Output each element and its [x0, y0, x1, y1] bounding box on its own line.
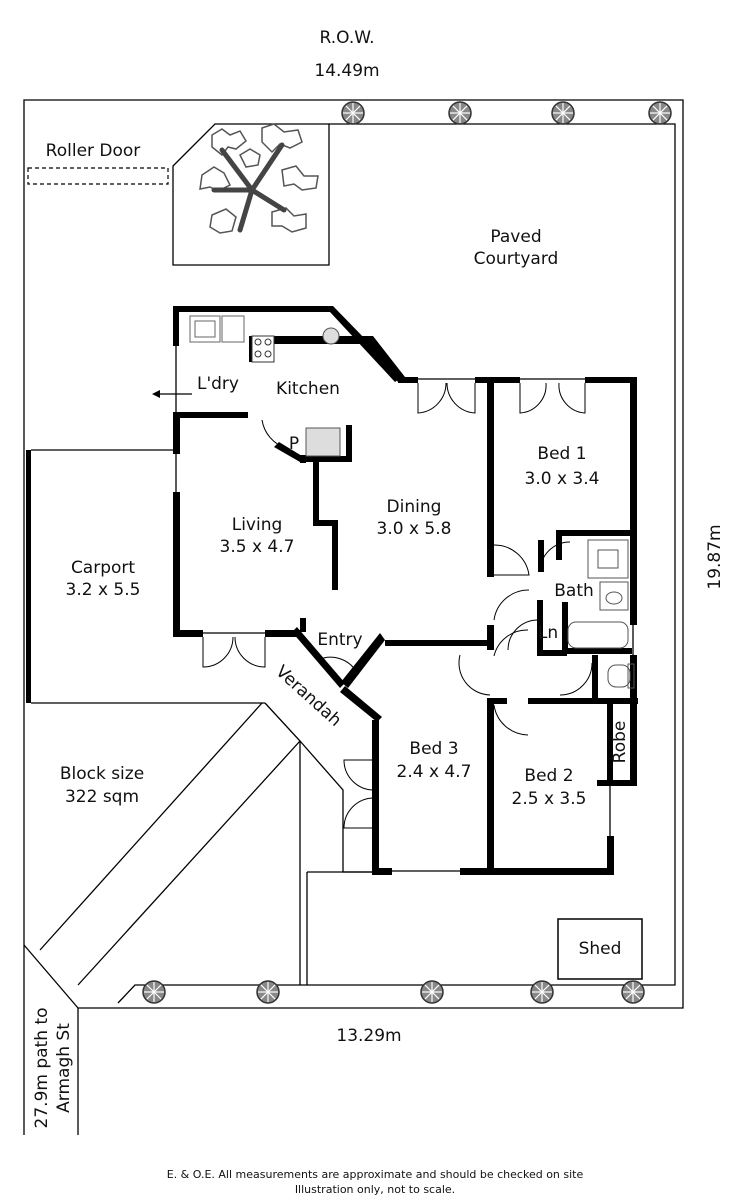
shrub-detail: [452, 105, 461, 114]
shrub-detail: [562, 105, 571, 114]
row-label: R.O.W.: [320, 28, 375, 48]
bed3-size: 2.4 x 4.7: [397, 762, 472, 782]
shrub-detail: [153, 984, 162, 993]
disclaimer-line-1: E. & O.E. All measurements are approxima…: [167, 1168, 584, 1181]
shrub-detail: [267, 991, 276, 1000]
shrub-detail: [632, 991, 641, 1000]
entry-label: Entry: [317, 630, 362, 650]
shrub-detail: [146, 991, 155, 1000]
courtyard-label-2: Courtyard: [474, 249, 559, 269]
shrub-detail: [345, 112, 354, 121]
shrub-detail: [352, 112, 361, 121]
shrub-detail: [632, 984, 641, 993]
shrub-detail: [345, 105, 354, 114]
bed1-name: Bed 1: [537, 444, 586, 464]
path-note-1: 27.9m path to: [32, 1008, 52, 1129]
tree-bed: [172, 123, 330, 266]
shrub-detail: [352, 105, 361, 114]
dining-size: 3.0 x 5.8: [377, 519, 452, 539]
living-size: 3.5 x 4.7: [220, 537, 295, 557]
bed1-size: 3.0 x 3.4: [525, 469, 600, 489]
courtyard-edge: [329, 123, 676, 750]
shrub-detail: [424, 991, 433, 1000]
depth-dimension: 19.87m: [705, 524, 725, 589]
laundry-arrow-icon: [152, 390, 192, 398]
carport-size: 3.2 x 5.5: [66, 580, 141, 600]
shrub-detail: [659, 112, 668, 121]
linen-label: Ln: [538, 623, 558, 643]
shrub-icons: [142, 101, 672, 1004]
site-boundary: [23, 99, 684, 1135]
living-name: Living: [232, 515, 283, 535]
driveway: [39, 702, 375, 986]
roller-door: [27, 167, 169, 185]
carport-name: Carport: [71, 558, 135, 578]
shrub-detail: [555, 112, 564, 121]
disclaimer-line-2: Illustration only, not to scale.: [295, 1183, 455, 1196]
shrub-detail: [625, 991, 634, 1000]
robe-label: Robe: [610, 721, 630, 764]
bed2-name: Bed 2: [524, 766, 573, 786]
dining-name: Dining: [387, 497, 442, 517]
shrub-detail: [562, 112, 571, 121]
shrub-detail: [459, 112, 468, 121]
shed: [557, 918, 643, 980]
block-size-value: 322 sqm: [65, 787, 139, 807]
block-size-label: Block size: [60, 764, 144, 784]
shrub-detail: [459, 105, 468, 114]
pantry-label: P: [289, 434, 299, 454]
shrub-detail: [534, 991, 543, 1000]
shrub-detail: [534, 984, 543, 993]
kitchen-label: Kitchen: [276, 379, 340, 399]
courtyard-label-1: Paved: [490, 227, 541, 247]
shed-label: Shed: [579, 939, 622, 959]
bed3-name: Bed 3: [409, 739, 458, 759]
shrub-detail: [146, 984, 155, 993]
roller-door-label: Roller Door: [46, 141, 141, 161]
path-note-2: Armagh St: [54, 1023, 74, 1113]
windows: [175, 307, 634, 872]
shrub-detail: [431, 984, 440, 993]
shrub-detail: [555, 105, 564, 114]
shrub-detail: [652, 105, 661, 114]
shrub-detail: [431, 991, 440, 1000]
bed2-size: 2.5 x 3.5: [512, 789, 587, 809]
bath-label: Bath: [554, 581, 594, 601]
door-swings: [202, 382, 593, 829]
shrub-detail: [260, 991, 269, 1000]
shrub-detail: [541, 991, 550, 1000]
shrub-detail: [260, 984, 269, 993]
laundry-label: L'dry: [197, 374, 239, 394]
fixtures: [189, 315, 635, 689]
shrub-detail: [267, 984, 276, 993]
shrub-detail: [659, 105, 668, 114]
tree-icon: [199, 123, 319, 234]
rear-width-dimension: 13.29m: [336, 1026, 401, 1046]
shrub-detail: [424, 984, 433, 993]
shrub-detail: [652, 112, 661, 121]
shrub-detail: [625, 984, 634, 993]
frontage-dimension: 14.49m: [314, 61, 379, 81]
shrub-detail: [541, 984, 550, 993]
shrub-detail: [452, 112, 461, 121]
carport-outline: [26, 449, 265, 704]
shrub-detail: [153, 991, 162, 1000]
